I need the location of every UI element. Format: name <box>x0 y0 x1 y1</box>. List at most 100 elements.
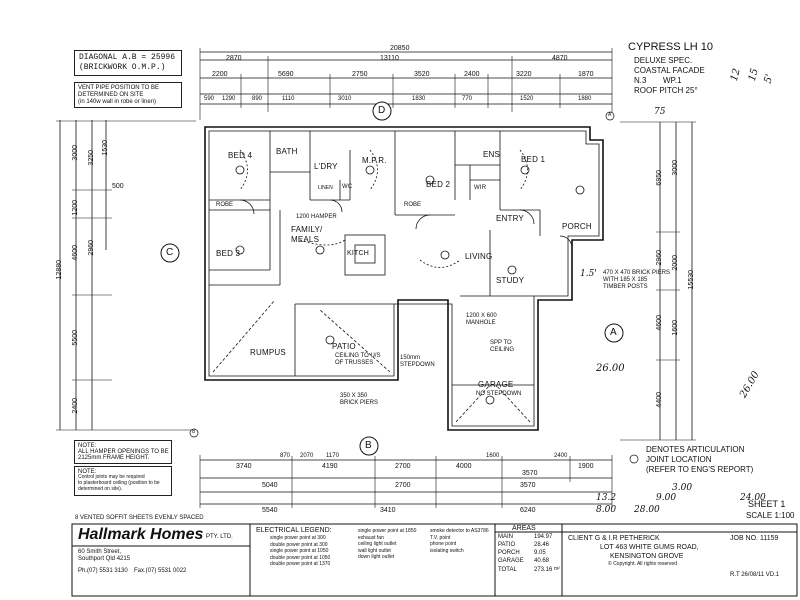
dim-top-3g: 770 <box>462 96 473 102</box>
spp-note-1: SPP TO <box>490 340 512 346</box>
label-linen: LINEN <box>318 185 333 191</box>
sheet-number: SHEET 1 <box>748 499 786 509</box>
dim-bottom-1f: 1900 <box>578 463 594 470</box>
manhole-2: MANHOLE <box>466 320 496 326</box>
dim-bottom-misc-4: 1600 <box>486 453 500 459</box>
room-bed-1: BED 1 <box>521 155 546 164</box>
vent-pipe-note: VENT PIPE POSITION TO BE DETERMINED ON S… <box>74 82 182 108</box>
legend-heading: ELECTRICAL LEGEND: <box>256 527 332 534</box>
dim-left-3: 4600 <box>72 245 79 261</box>
dim-bottom-misc-3: 870 <box>280 453 291 459</box>
dim-bottom-3b: 2700 <box>395 482 411 489</box>
elevation-marker-b: B <box>365 440 372 451</box>
room-patio: PATIO <box>332 342 356 351</box>
dim-top-3i: 1880 <box>578 96 592 102</box>
legend-item: phone point <box>430 541 457 547</box>
dim-left-5: 2400 <box>72 398 79 414</box>
hamper-note: NOTE: ALL HAMPER OPENINGS TO BE 2125mm F… <box>74 440 172 464</box>
dim-top-3h: 1520 <box>520 96 534 102</box>
handwritten-12: 24.00 <box>740 493 766 503</box>
hamper-note-1: NOTE: <box>78 443 97 449</box>
soffit-note: 8 VENTED SOFFIT SHEETS EVENLY SPACED <box>75 515 204 521</box>
area-value-garage: 40.68 <box>534 558 550 564</box>
patio-stepdown-1: 150mm <box>400 355 421 361</box>
revision: R.T 26/08/11 VD.1 <box>730 572 780 578</box>
area-label-porch: PORCH <box>498 550 520 556</box>
dim-bottom-1a: 3740 <box>236 463 252 470</box>
legend-item: double power point at 1370 <box>270 561 331 567</box>
client-name: CLIENT G & I.R PETHERICK <box>568 535 660 542</box>
company-name: Hallmark Homes <box>78 526 204 543</box>
dim-left-2d: 500 <box>112 183 124 190</box>
dim-bottom-1c: 2700 <box>395 463 411 470</box>
legend-item: ceiling light outlet <box>358 541 397 547</box>
articulation-note-2: JOINT LOCATION <box>646 455 712 464</box>
company-address-1: 60 Smith Street, <box>78 549 122 555</box>
dim-right-1: 6950 <box>656 170 663 186</box>
company-address-2: Southport Qld 4215 <box>78 556 131 562</box>
hamper-note-3: 2125mm FRAME HEIGHT. <box>78 455 150 461</box>
legend-item: wall light outlet <box>358 547 391 554</box>
dim-left-overall: 12880 <box>56 260 63 280</box>
dim-bottom-2b: 3410 <box>380 507 396 514</box>
label-robe-2: ROBE <box>404 202 422 208</box>
corner-label-a: A <box>608 112 612 118</box>
spp-note-2: CEILING <box>490 347 515 353</box>
dim-bottom-2c: 6240 <box>520 507 536 514</box>
dim-top-2e: 2400 <box>464 71 480 78</box>
area-label-garage: GARAGE <box>498 558 524 564</box>
dim-left-2b: 2960 <box>88 240 95 256</box>
elevation-marker-a: A <box>610 327 617 338</box>
area-label-patio: PATIO <box>498 542 516 548</box>
company-suffix: PTY. LTD. <box>206 534 233 540</box>
legend-item: down light outlet <box>358 554 395 560</box>
dim-left-2: 1200 <box>72 200 79 216</box>
room-meals: MEALS <box>291 235 320 244</box>
dim-left-4: 5500 <box>72 330 79 346</box>
job-number: JOB NO. 11159 <box>730 535 779 542</box>
room-mpr: M.P.R. <box>362 156 387 165</box>
spec-2: COASTAL FACADE <box>634 66 705 75</box>
patio-stepdown-2: STEPDOWN <box>400 362 435 368</box>
vent-note-line2: DETERMINED ON SITE <box>78 92 144 98</box>
spec-1: DELUXE SPEC. <box>634 56 693 65</box>
handwritten-10: 8.00 <box>596 505 617 515</box>
room-family: FAMILY/ <box>291 225 323 234</box>
elevation-marker-c: C <box>166 247 174 258</box>
company-fax: Fax.(07) 5531 0022 <box>134 568 187 574</box>
diagonal-note-line1: DIAGONAL A.B = 25996 <box>79 53 176 62</box>
area-unit: m² <box>554 566 560 572</box>
dim-right-2a: 3000 <box>672 160 679 176</box>
room-kitchen: KITCH <box>347 250 369 257</box>
label-hamper: 1200 HAMPER <box>296 214 337 220</box>
dim-top-3e: 3010 <box>338 96 352 102</box>
dim-left-1: 3000 <box>72 145 79 161</box>
room-entry: ENTRY <box>496 214 524 223</box>
room-wc: WC <box>342 184 353 190</box>
dim-left-2a: 3250 <box>88 150 95 166</box>
dim-right-3: 4600 <box>656 315 663 331</box>
handwritten-9: 28.00 <box>634 505 660 515</box>
handwritten-4: 26.00 <box>596 363 625 374</box>
dim-top-3c: 890 <box>252 96 263 102</box>
dim-bottom-1b: 4190 <box>322 463 338 470</box>
suburb: KENSINGTON GROVE <box>610 553 684 560</box>
dim-bottom-misc-1: 2070 <box>300 453 314 459</box>
area-label-total: TOTAL <box>498 567 517 573</box>
dim-right-2c: 1600 <box>672 320 679 336</box>
room-bath: BATH <box>276 147 298 156</box>
articulation-note-3: (REFER TO ENG'S REPORT) <box>646 465 754 474</box>
brick-piers-3: TIMBER POSTS <box>603 284 648 290</box>
area-label-main: MAIN <box>498 534 513 540</box>
legend-item: single power point at 1850 <box>358 528 417 534</box>
area-value-total: 273.16 <box>534 567 553 573</box>
dim-top-2g: 1870 <box>578 71 594 78</box>
handwritten-11: 9.00 <box>656 493 677 503</box>
legend-col-1: single power point at 300 double power p… <box>270 535 330 568</box>
room-ensuite: ENS <box>483 150 501 159</box>
dim-bottom-1e: 3570 <box>522 470 538 477</box>
lot-address: LOT 463 WHITE GUMS ROAD, <box>600 544 699 551</box>
spec-4: WP.1 <box>663 76 682 85</box>
dim-top-overall: 20850 <box>390 45 410 52</box>
